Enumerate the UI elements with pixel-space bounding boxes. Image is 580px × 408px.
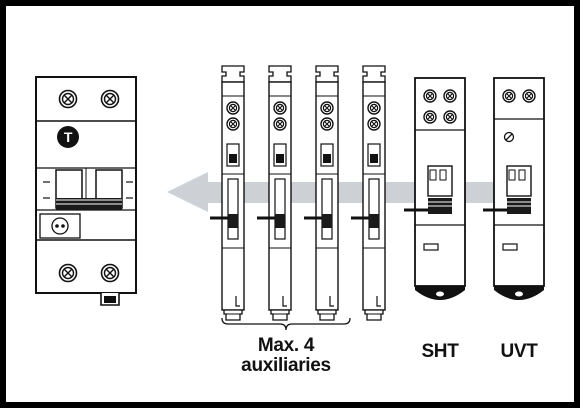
uvt-module: [483, 77, 545, 300]
auxiliaries-bracket: [221, 317, 351, 331]
sht-module: [404, 77, 466, 300]
breaker-illustration: [35, 76, 137, 306]
auxiliaries-label-line1: Max. 4: [257, 335, 315, 356]
sht-label: SHT: [421, 341, 459, 362]
auxiliaries-label-line2: auxiliaries: [241, 355, 331, 376]
auxiliaries-label: Max. 4 auxiliaries: [226, 336, 346, 376]
arrow-left-icon: [167, 172, 520, 212]
breaker-test-badge: T: [63, 129, 73, 145]
uvt-label: UVT: [500, 341, 538, 362]
